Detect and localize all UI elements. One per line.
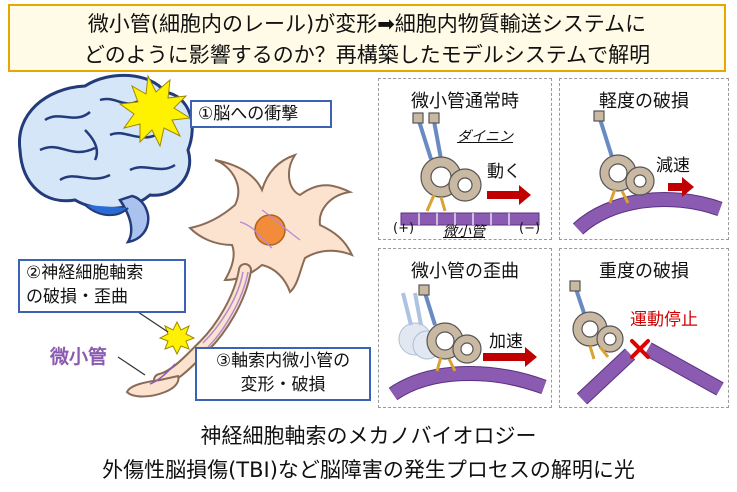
axon-damage-starburst-icon	[158, 320, 196, 356]
move-label: 動く	[487, 162, 521, 182]
plus-end-label: (+)	[393, 221, 415, 236]
impact-starburst-icon	[118, 74, 192, 148]
panel-normal-illustration	[400, 112, 540, 226]
title-line-1: 微小管(細胞内のレール)が変形➡細胞内物質輸送システムに	[87, 12, 647, 36]
axon-damage-line-1: ②神経細胞軸索	[26, 263, 144, 283]
axon-damage-line-2: の破損・歪曲	[26, 287, 128, 307]
panel-severe: 重度の破損 運動停止	[559, 248, 729, 408]
bottom-line-1: 神経細胞軸索のメカノバイオロジー	[200, 424, 537, 448]
panel-mild-title: 軽度の破損	[599, 91, 689, 112]
slowdown-arrow-icon	[668, 177, 694, 197]
panel-mild-illustration	[572, 110, 723, 235]
panel-severe-illustration	[569, 280, 724, 405]
panel-bent: 微小管の歪曲 加速	[378, 248, 552, 408]
stop-label: 運動停止	[630, 310, 698, 330]
mt-label: 微小管	[443, 224, 485, 240]
slowdown-label: 減速	[656, 156, 690, 176]
microtubule-pointer-line	[117, 356, 146, 376]
panel-normal-title: 微小管通常時	[411, 91, 519, 112]
minus-end-label: (−)	[519, 221, 541, 236]
title-box: 微小管(細胞内のレール)が変形➡細胞内物質輸送システムに どのように影響するのか…	[8, 4, 726, 72]
title-line-2: どのように影響するのか？再構築したモデルシステムで解明	[83, 43, 651, 67]
panel-mild: 軽度の破損 減速	[559, 78, 729, 240]
panel-bent-illustration	[388, 284, 547, 401]
microtubule-deformation-label: ③軸索内微小管の 変形・破損	[195, 347, 371, 401]
panel-bent-title: 微小管の歪曲	[411, 261, 519, 282]
accelerate-arrow-icon	[483, 347, 537, 367]
accelerate-label: 加速	[489, 332, 523, 352]
panel-severe-title: 重度の破損	[599, 261, 689, 282]
neuron-illustration	[125, 153, 354, 398]
panel-normal: 微小管通常時 ダイニン 動く (+) 微小管 (−)	[378, 78, 552, 240]
mt-deform-line-1: ③軸索内微小管の	[215, 351, 351, 371]
dynein-label: ダイニン	[457, 129, 513, 145]
microtubule-label: 微小管	[50, 346, 108, 368]
brain-impact-label: ①脳への衝撃	[190, 100, 332, 128]
axon-damage-label: ②神経細胞軸索 の破損・歪曲	[18, 259, 186, 313]
stop-cross-icon	[630, 339, 650, 359]
bottom-line-2: 外傷性脳損傷(TBI)など脳障害の発生プロセスの解明に光	[102, 458, 635, 482]
mt-deform-line-2: 変形・破損	[240, 375, 326, 395]
move-arrow-icon	[487, 185, 531, 205]
